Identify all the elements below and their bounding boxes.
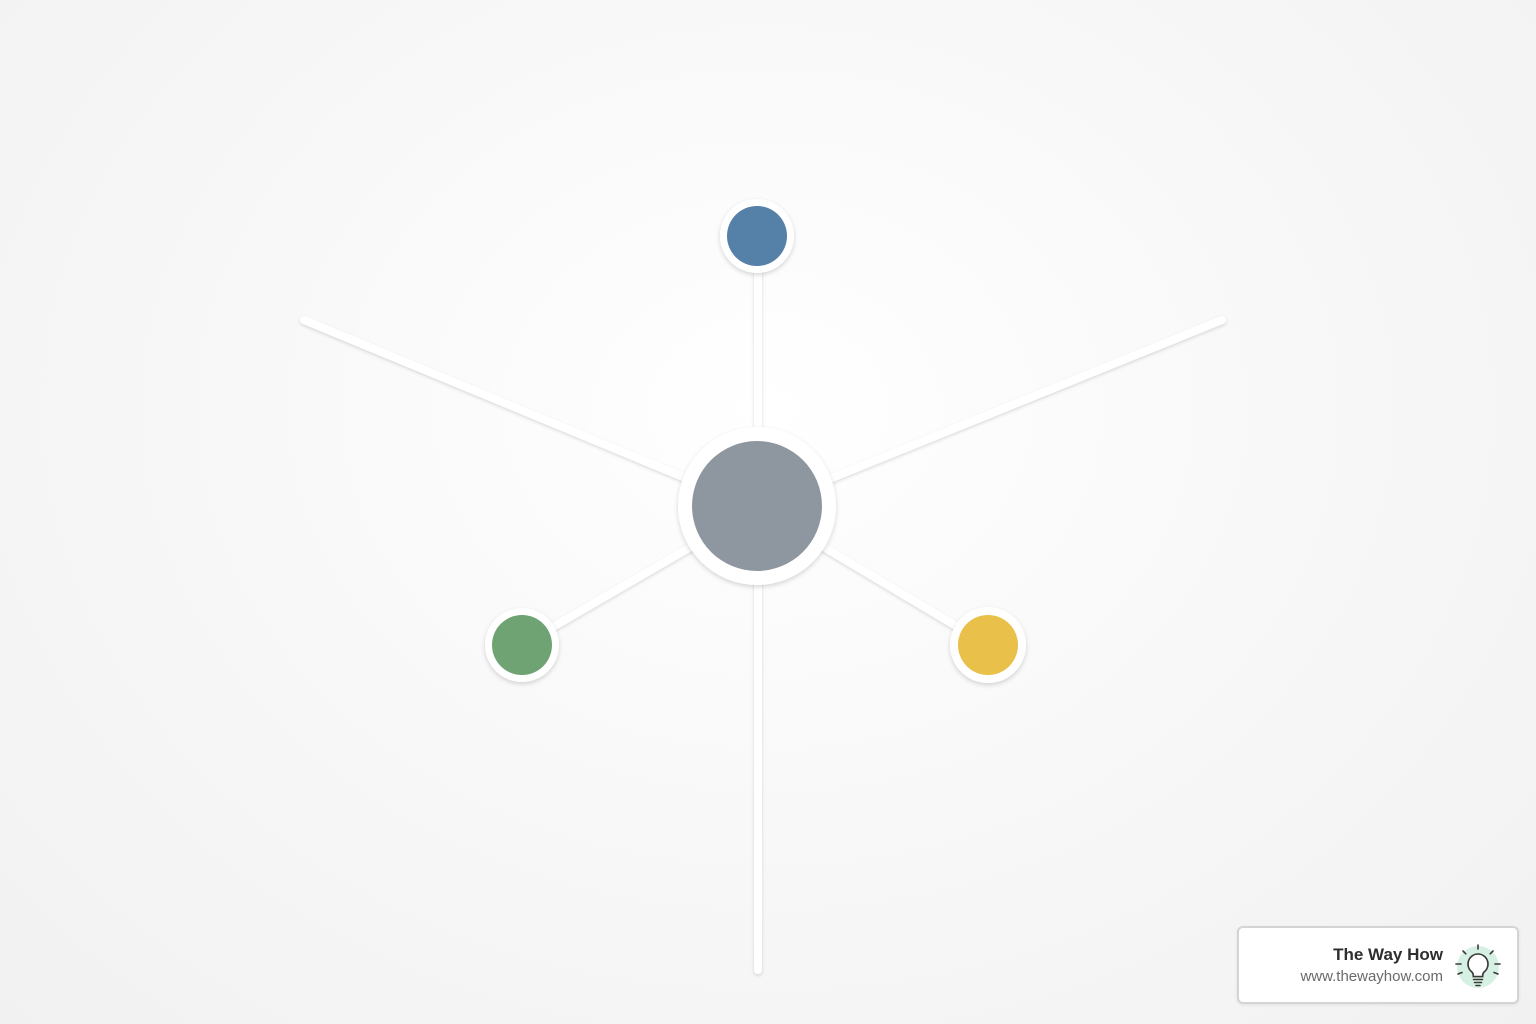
brand-url[interactable]: www.thewayhow.com xyxy=(1300,968,1443,985)
node-top xyxy=(720,199,794,273)
brand-badge[interactable]: The Way How www.thewayhow.com xyxy=(1237,926,1519,1004)
brand-title: The Way How xyxy=(1333,945,1443,964)
node-right xyxy=(950,607,1026,683)
node-left xyxy=(485,608,559,682)
spoke-upper-right xyxy=(754,316,1226,512)
lightbulb-icon xyxy=(1455,944,1501,988)
hub-node xyxy=(678,427,836,585)
spoke-upper-left xyxy=(300,316,762,512)
brand-text: The Way How www.thewayhow.com xyxy=(1300,944,1443,988)
